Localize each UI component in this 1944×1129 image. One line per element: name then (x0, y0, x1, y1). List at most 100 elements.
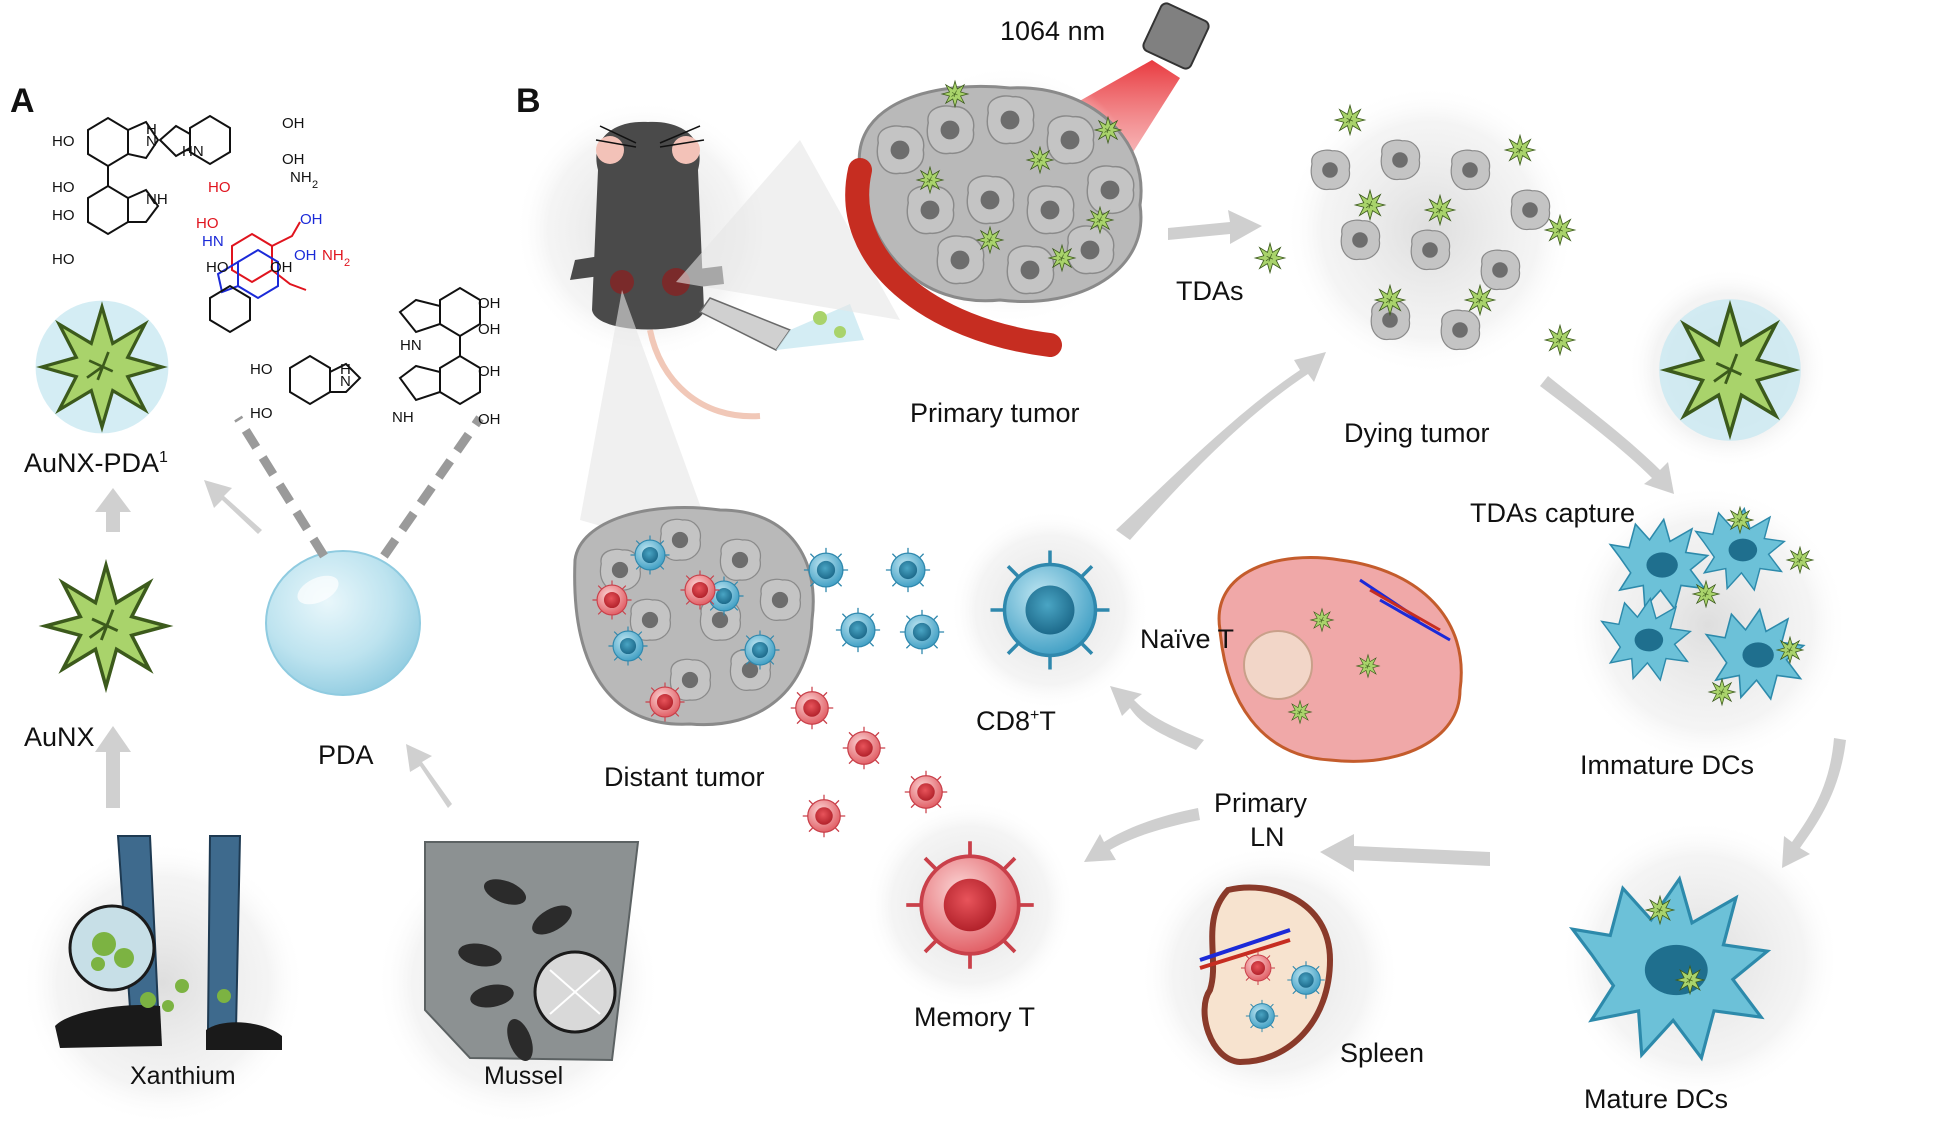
label-laser-wavelength: 1064 nm (1000, 16, 1106, 46)
ln-nanostar (1288, 700, 1312, 724)
label-aunx-pda-text: AuNX-PDA (24, 448, 160, 478)
migrating-t-cell-blue (885, 547, 931, 593)
primary-tumor-nanostar (941, 80, 969, 108)
primary-tumor-nanostar (1094, 116, 1122, 144)
primary-tumor-cell (906, 185, 955, 235)
pda-sphere (265, 550, 421, 696)
dying-tumor-cell (1340, 219, 1381, 261)
dashed-line-left (234, 415, 328, 559)
immature-dcs-illustration (1568, 485, 1848, 765)
label-mussel: Mussel (484, 1062, 564, 1090)
primary-tumor-cell (1086, 165, 1135, 215)
chem-hn-blue: HN (202, 233, 224, 250)
label-memory-t: Memory T (914, 1002, 1036, 1032)
primary-tumor-nanostar (1026, 146, 1054, 174)
migrating-t-cell-red (904, 770, 948, 814)
chem-ho-red-2: HO (196, 215, 219, 232)
dying-tumor-nanostar (1544, 214, 1576, 246)
label-immature-dcs: Immature DCs (1580, 750, 1755, 780)
panel-b-flow-arrows (1084, 210, 1846, 872)
chem-nh-2: NH (392, 409, 414, 426)
distant-tumor-t-cell-blue (739, 629, 781, 671)
dc-captured-nanostar (1692, 580, 1720, 608)
dying-tumor-nanostar (1504, 134, 1536, 166)
migrating-t-cell-red (842, 726, 886, 770)
label-cd8-text: CD8 (976, 706, 1031, 736)
chem-nh2-red-sub: 2 (344, 257, 350, 269)
spleen-illustration (1140, 845, 1400, 1105)
dying-tumor-cell (1380, 139, 1421, 181)
primary-tumor-cell (1066, 225, 1115, 275)
spleen-t-cell-blue (1286, 960, 1326, 1000)
chem-oh-7: OH (478, 411, 501, 428)
chem-ho-4: HO (52, 251, 75, 268)
chem-nh2-red: NH (322, 247, 344, 264)
label-primary-ln-line2: LN (1250, 822, 1285, 852)
dying-tumor-nanostar (1254, 242, 1286, 274)
label-primary-tumor: Primary tumor (910, 398, 1080, 428)
distant-tumor-cell (719, 538, 762, 581)
chem-oh-4: OH (478, 295, 501, 312)
distant-tumor-cell (659, 518, 702, 561)
chem-nh-1: NH (146, 191, 168, 208)
primary-tumor-cell (966, 175, 1015, 225)
pda-chemical-structure (87, 114, 481, 406)
chem-oh-3: OH (270, 259, 293, 276)
distant-tumor-t-cell-red (591, 579, 633, 621)
ln-nanostar (1356, 654, 1380, 678)
label-primary-ln-line1: Primary (1214, 788, 1307, 818)
chem-oh-5: OH (478, 321, 501, 338)
label-tdas: TDAs (1176, 276, 1244, 306)
dying-tumor-nanostar (1544, 324, 1576, 356)
label-naive-t: Naïve T (1140, 624, 1235, 654)
label-cd8-suffix: T (1039, 706, 1056, 736)
dying-tumor-cell (1440, 309, 1481, 351)
dc-captured-nanostar (1708, 678, 1736, 706)
dying-tumor-cell (1450, 149, 1491, 191)
chem-labels: HO HO HO HO H N HN OH OH NH HO NH 2 OH H… (52, 115, 501, 428)
panel-a-arrows (95, 480, 452, 808)
xanthium-illustration (21, 835, 305, 1125)
distant-tumor-t-cell-red (679, 569, 721, 611)
chem-n-2: N (340, 373, 351, 390)
dying-tumor-cell (1410, 229, 1451, 271)
spleen-t-cell-blue (1245, 999, 1279, 1033)
chem-h-1: H (146, 121, 157, 138)
label-mature-dcs: Mature DCs (1584, 1084, 1729, 1114)
label-tdas-capture: TDAs capture (1470, 498, 1636, 528)
chem-n-1: N (146, 133, 157, 150)
chem-ho-7: HO (250, 405, 273, 422)
chem-nh2-1: NH (290, 169, 312, 186)
label-aunx-pda: AuNX-PDA1 (24, 448, 168, 479)
label-aunx-pda-sup: 1 (159, 449, 168, 466)
cd8-t-cell (950, 510, 1150, 710)
migrating-t-cell-blue (899, 609, 945, 655)
mature-dc-nanostar (1675, 965, 1705, 995)
chem-ho-3: HO (52, 207, 75, 224)
distant-tumor-t-cell-blue (629, 534, 671, 576)
label-distant-tumor: Distant tumor (604, 762, 765, 792)
chem-ho-5: HO (206, 259, 229, 276)
distant-tumor-t-cell-blue (607, 625, 649, 667)
dying-tumor-nanostar (1354, 189, 1386, 221)
label-aunx: AuNX (24, 722, 95, 752)
chem-oh-blue-2: OH (294, 247, 317, 264)
primary-tumor-cell (936, 235, 985, 285)
chem-ho-6: HO (250, 361, 273, 378)
mussel-illustration (376, 841, 660, 1125)
spleen-t-cell-red (1240, 950, 1276, 986)
chem-hn-2: HN (400, 337, 422, 354)
migrating-t-cell-red (802, 794, 846, 838)
chem-ho-red: HO (208, 179, 231, 196)
primary-tumor-nanostar (1048, 244, 1076, 272)
primary-tumor-cell (876, 125, 925, 175)
chem-oh-6: OH (478, 363, 501, 380)
chem-ho-1: HO (52, 133, 75, 150)
distant-tumor-cell (759, 578, 802, 621)
dying-tumor-cell (1310, 149, 1351, 191)
chem-hn-1: HN (182, 143, 204, 160)
primary-tumor-cell (1026, 185, 1075, 235)
primary-tumor-cell (1046, 115, 1095, 165)
chem-ho-2: HO (52, 179, 75, 196)
dc-captured-nanostar (1776, 636, 1804, 664)
